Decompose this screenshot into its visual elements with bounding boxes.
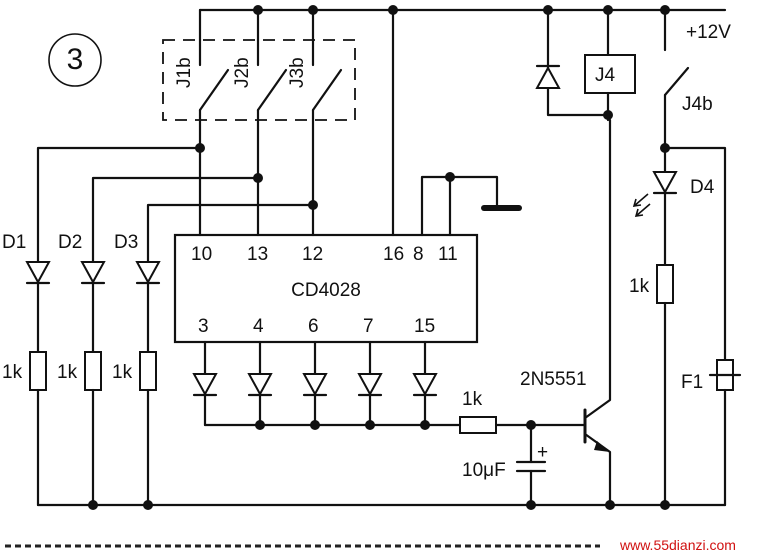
base-resistor [459,416,497,434]
led-resistor [656,264,674,304]
resistor-r2 [84,351,102,391]
transistor-label: 2N5551 [520,369,587,390]
flyback-diode-wire [546,8,612,117]
junction [526,500,536,510]
switch-j1b-label: J1b [174,57,195,88]
switch-group-box [162,39,356,121]
led-resistor-label: 1k [629,276,650,297]
ic-pin-15: 15 [414,316,435,337]
junction [143,500,153,510]
resistor-r3-label: 1k [112,362,133,383]
switch-j1b-blade [198,68,230,112]
junction [255,420,265,430]
switch-j2b-label: J2b [232,57,253,88]
ic-pin-4: 4 [253,316,264,337]
fuse-label: F1 [681,372,703,393]
capacitor-polarity: + [537,442,548,463]
branch-d3-wire [146,203,315,264]
branch-d2-wire [91,176,260,264]
ic-pin-11: 11 [438,244,458,265]
ic-pin-16: 16 [383,244,404,265]
diode-d2 [80,261,106,285]
led-label: D4 [690,177,715,198]
junction [605,500,615,510]
diode-d1-label: D1 [2,232,26,253]
diode-d1 [25,261,51,285]
resistor-r1 [29,351,47,391]
diode-out-3 [192,373,218,397]
switch-j3b-label: J3b [287,57,308,88]
figure-number: 3 [67,43,84,76]
junction [660,500,670,510]
ic-pin-12: 12 [302,244,323,265]
led-d4 [632,171,678,217]
watermark: www.55dianzi.com [619,537,736,553]
flyback-diode [535,64,561,89]
resistor-r3 [139,351,157,391]
diode-d3 [135,261,161,285]
ic-pin-10: 10 [191,244,212,265]
switch-j3b-blade [311,68,343,112]
base-resistor-label: 1k [462,389,483,410]
fuse-branch-wire [663,146,727,362]
branch-d1-wire [36,146,202,264]
pin8-11-wire [420,175,452,237]
capacitor-label: 10μF [462,460,506,481]
ic-pin-13: 13 [247,244,268,265]
junction [253,173,263,183]
switch-j2b-blade [256,68,288,112]
ic-pin-6: 6 [308,316,319,337]
ic-pin-3: 3 [198,316,209,337]
diode-out-15 [412,373,438,397]
supply-label: +12V [686,22,731,43]
relay-contact-blade [663,66,690,97]
diode-out-6 [302,373,328,397]
figure-number-circle [48,33,102,87]
junction [420,420,430,430]
resistor-r2-label: 1k [57,362,78,383]
relay-label: J4 [595,65,616,86]
junction [445,172,455,182]
ic-name: CD4028 [291,280,361,301]
ic-cd4028-body [173,233,479,344]
diode-d3-label: D3 [114,232,138,253]
diode-out-4 [247,373,273,397]
junction [310,420,320,430]
relay-coil-j4 [584,54,636,94]
junction [88,500,98,510]
ground-lead [448,175,499,209]
junction [195,143,205,153]
junction [365,420,375,430]
transistor-collector [583,118,612,420]
emitter-arrow [594,441,610,452]
junction [308,200,318,210]
relay-contact-label: J4b [682,94,713,115]
resistor-r1-label: 1k [2,362,23,383]
ic-pin-8: 8 [413,244,424,265]
diode-d2-label: D2 [58,232,82,253]
ic-pin-7: 7 [363,316,374,337]
diode-out-7 [357,373,383,397]
